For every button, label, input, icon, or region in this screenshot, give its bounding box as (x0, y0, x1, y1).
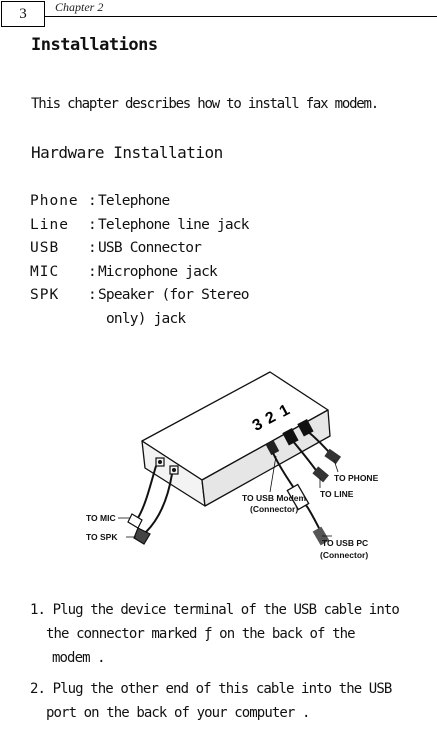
legend-row-spk-cont: only) jack (30, 308, 249, 332)
legend-key: USB (30, 240, 60, 256)
usb-cable (272, 452, 323, 535)
usb-port (265, 440, 280, 456)
label-to-spk: TO SPK (86, 532, 118, 542)
spk-jack (169, 465, 179, 475)
label-leaders (118, 455, 339, 538)
legend-key: MIC (30, 263, 60, 280)
instruction-step-1: 1. Plug the device terminal of the USB c… (30, 602, 400, 666)
modem-connection-diagram: 3 2 1 TO PHONE TO LINE TO USB Modem (C (86, 371, 379, 560)
section-title: Hardware Installation (31, 143, 223, 162)
header-rule (45, 16, 437, 17)
legend-key: Line (30, 216, 69, 233)
legend-row-usb: USB:USB Connector (30, 237, 249, 261)
page-title: Installations (31, 35, 158, 55)
legend-row-line: Line:Telephone line jack (30, 214, 249, 238)
mic-jack (155, 457, 165, 467)
legend-value: only) jack (106, 310, 186, 327)
legend-key: SPK (30, 287, 60, 303)
legend-value: USB Connector (98, 240, 202, 256)
audio-cables (137, 465, 173, 533)
legend-value: Telephone (98, 193, 170, 209)
legend-row-spk: SPK:Speaker (for Stereo (30, 284, 249, 308)
label-to-usb-modem: TO USB Modem (242, 493, 307, 503)
label-to-phone: TO PHONE (334, 473, 379, 483)
port-legend: Phone:Telephone Line:Telephone line jack… (30, 190, 249, 331)
legend-value: Telephone line jack (98, 216, 249, 233)
label-to-line: TO LINE (320, 489, 354, 499)
usb-plug (286, 483, 310, 511)
legend-value: Microphone jack (98, 263, 218, 280)
legend-key: Phone (30, 193, 79, 209)
spk-plug (133, 527, 151, 545)
legend-row-phone: Phone:Telephone (30, 190, 249, 214)
label-connector-2: (Connector) (320, 550, 368, 560)
chapter-heading: Chapter 2 (55, 0, 104, 14)
intro-text: This chapter describes how to install fa… (31, 96, 379, 112)
label-to-usb-pc: TO USB PC (322, 538, 368, 548)
line-port (282, 428, 299, 446)
legend-value: Speaker (for Stereo (98, 287, 249, 303)
instruction-list: 1. Plug the device terminal of the USB c… (30, 598, 432, 732)
label-connector-1: (Connector) (250, 504, 298, 514)
instruction-step-2: 2. Plug the other end of this cable into… (30, 681, 392, 721)
page-number: 3 (1, 1, 45, 27)
legend-row-mic: MIC:Microphone jack (30, 261, 249, 285)
label-to-mic: TO MIC (86, 513, 116, 523)
